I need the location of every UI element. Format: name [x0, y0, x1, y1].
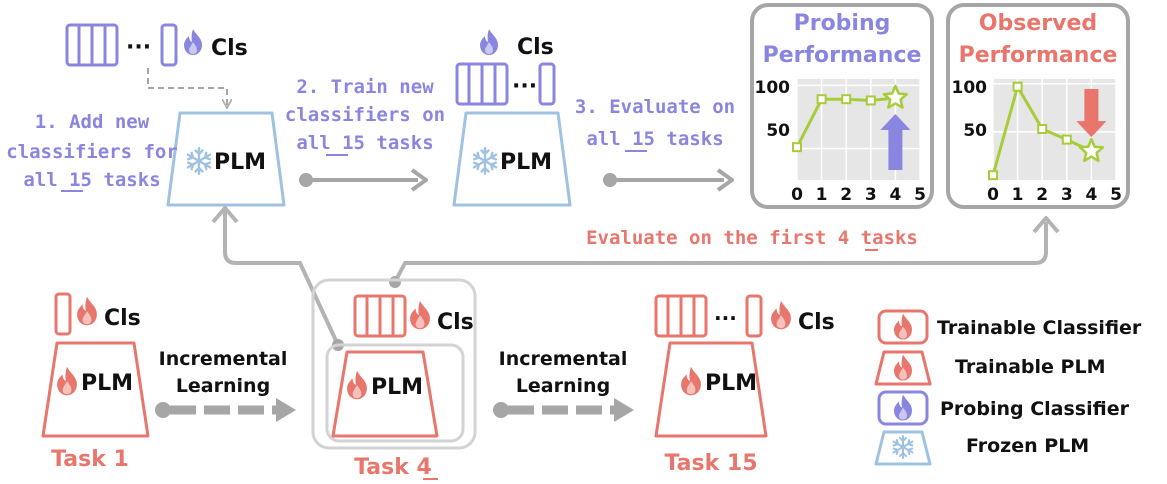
svg-text:classifiers on: classifiers on: [285, 104, 445, 126]
y-tick-label: 50: [766, 121, 790, 141]
task15-group: ··· Cls PLM Task 15: [654, 294, 835, 476]
new-classifiers-group: [65, 23, 178, 67]
connector-to-observed: [393, 222, 1048, 283]
svg-text:Probing Classifier: Probing Classifier: [940, 398, 1130, 420]
y-tick-label: 50: [963, 121, 987, 141]
step2-text: 2. Train new classifiers on all 15 tasks: [285, 76, 445, 156]
cls-label-top-left: Cls: [211, 36, 248, 61]
task15-label: Task 15: [664, 451, 757, 476]
frozen-plm-step1: PLM: [166, 111, 286, 207]
y-tick-label: 100: [952, 78, 988, 98]
x-tick-label: 2: [840, 185, 852, 205]
flame-icon: [184, 29, 202, 55]
svg-text:Trainable PLM: Trainable PLM: [955, 356, 1105, 378]
flame-icon: [480, 29, 498, 55]
incremental-label: Incremental: [159, 348, 288, 370]
step1-text: 1. Add new classifiers for all 15 tasks: [6, 111, 178, 192]
plm-label: PLM: [705, 371, 757, 396]
legend-trainable-plm: Trainable PLM: [874, 350, 1105, 386]
x-tick-label: 1: [1012, 185, 1024, 205]
flame-icon: [771, 300, 791, 330]
incremental-arrow-1: [155, 398, 296, 422]
svg-text:3. Evaluate on: 3. Evaluate on: [575, 96, 735, 118]
learning-label: Learning: [176, 375, 270, 397]
task1-label: Task 1: [51, 447, 129, 472]
flame-icon: [77, 296, 97, 326]
x-tick-label: 2: [1036, 185, 1048, 205]
observed-series: [988, 81, 1107, 181]
x-tick-label: 5: [1110, 185, 1122, 205]
legend: Trainable Classifier Trainable PLM Probi…: [874, 309, 1142, 466]
x-tick-label: 4: [1085, 185, 1097, 205]
evaluate-first-label: Evaluate on the first 4 tasks: [586, 227, 918, 249]
data-point: [816, 94, 827, 105]
observed-title-line2: Performance: [959, 43, 1118, 68]
star-marker: [882, 84, 909, 109]
down-arrow-icon: [1076, 89, 1107, 138]
cls-label: Cls: [798, 310, 835, 335]
x-tick-label: 0: [987, 185, 999, 205]
cls-label: Cls: [437, 310, 474, 335]
data-point: [1061, 134, 1072, 145]
x-tick-label: 3: [865, 185, 877, 205]
trained-classifiers-group: [455, 62, 556, 106]
svg-text:all 15 tasks: all 15 tasks: [296, 132, 433, 154]
legend-probing-classifier: Probing Classifier: [877, 390, 1130, 426]
svg-text:all 15 tasks: all 15 tasks: [23, 169, 160, 191]
arrow-step3: [603, 168, 734, 192]
learning-label: Learning: [516, 375, 610, 397]
data-point: [988, 170, 998, 181]
y-tick-label: 100: [755, 78, 791, 98]
x-tick-label: 5: [914, 185, 926, 205]
data-point: [841, 94, 852, 105]
cls-label: Cls: [104, 306, 141, 331]
data-point: [792, 142, 802, 153]
flame-icon: [410, 300, 430, 330]
cls-label-top-middle: Cls: [517, 35, 554, 60]
task4-label: Task 4: [354, 455, 432, 480]
data-point: [1037, 124, 1048, 135]
plm-label: PLM: [81, 371, 133, 396]
arrow-step2: [299, 168, 428, 192]
plm-label: PLM: [214, 150, 266, 175]
task1-group: Cls PLM Task 1: [41, 292, 150, 472]
probing-title-line2: Performance: [763, 43, 922, 68]
x-tick-label: 1: [816, 185, 828, 205]
x-tick-label: 4: [889, 185, 901, 205]
observed-title-line1: Observed: [979, 11, 1097, 36]
star-marker: [1078, 137, 1105, 163]
x-tick-label: 0: [791, 185, 803, 205]
plm-label: PLM: [371, 375, 423, 400]
dashed-connector: [147, 68, 227, 106]
plm-label: PLM: [500, 150, 552, 175]
legend-trainable-classifier: Trainable Classifier: [877, 309, 1142, 345]
incremental-label: Incremental: [499, 348, 628, 370]
svg-text:Trainable Classifier: Trainable Classifier: [937, 317, 1142, 339]
classifier-ellipsis: ···: [126, 35, 151, 60]
frozen-plm-step2: PLM: [452, 111, 572, 207]
incremental-arrow-2: [493, 398, 634, 422]
probing-title-line1: Probing: [794, 11, 891, 36]
step3-text: 3. Evaluate on all 15 tasks: [575, 96, 735, 152]
data-point: [865, 95, 876, 106]
probing-series: [792, 84, 911, 170]
data-point: [1012, 81, 1023, 92]
legend-frozen-plm: Frozen PLM: [874, 430, 1089, 466]
task4-group: Cls PLM Task 4: [311, 278, 477, 480]
connector-to-probing: [223, 210, 340, 346]
svg-text:1. Add new: 1. Add new: [35, 111, 150, 133]
svg-text:2. Train new: 2. Train new: [296, 76, 434, 98]
svg-text:Frozen PLM: Frozen PLM: [966, 435, 1089, 457]
classifier-ellipsis: ···: [512, 74, 537, 99]
svg-text:classifiers for: classifiers for: [6, 141, 178, 163]
classifier-ellipsis: ···: [714, 306, 737, 330]
x-tick-label: 3: [1061, 185, 1073, 205]
up-arrow-icon: [880, 113, 911, 170]
svg-text:all 15 tasks: all 15 tasks: [586, 128, 723, 150]
